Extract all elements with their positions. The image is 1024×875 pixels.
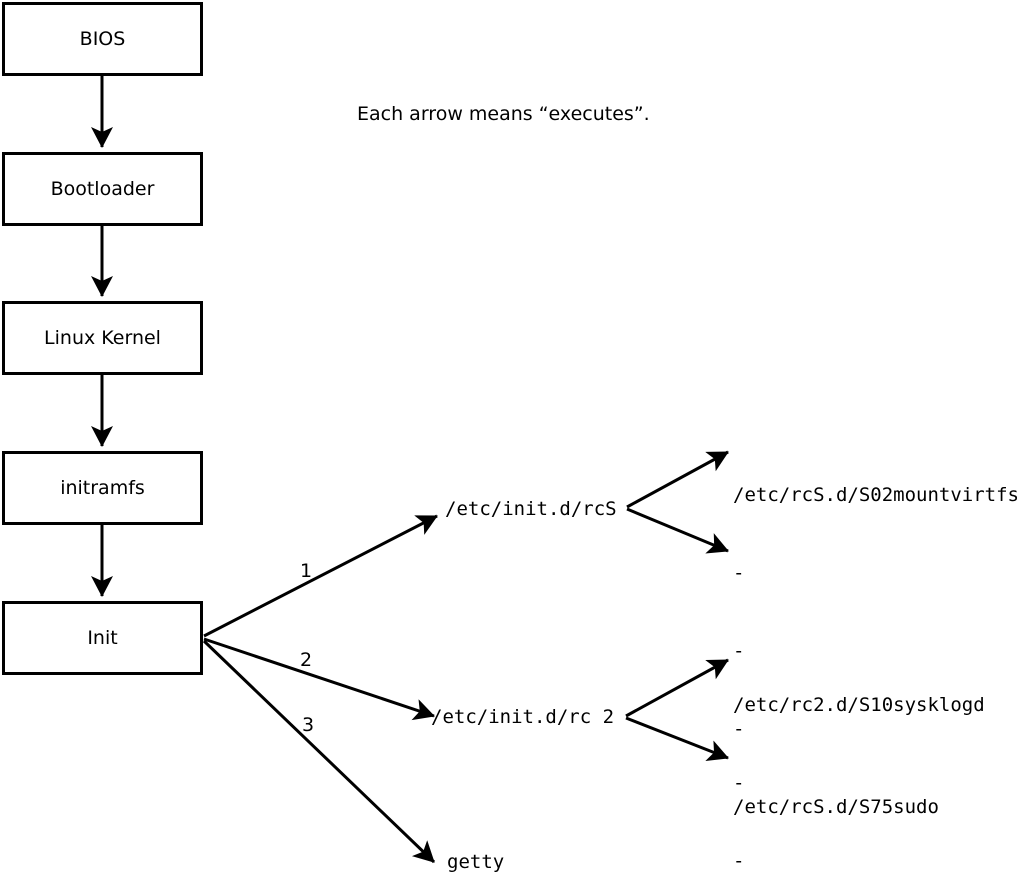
target-rcs-label: /etc/init.d/rcS	[445, 498, 617, 520]
flow-node-linux-kernel-label: Linux Kernel	[44, 327, 161, 349]
script-line: -	[733, 562, 745, 584]
script-line: /etc/rc2.d/S10sysklogd	[733, 694, 985, 716]
diagram-caption: Each arrow means “executes”.	[357, 103, 650, 125]
arrow-init-to-rc2	[203, 637, 435, 721]
script-line: -	[733, 640, 745, 662]
branch-3-number: 3	[302, 714, 315, 736]
flow-node-init: Init	[2, 601, 203, 675]
script-line: /etc/rcS.d/S75sudo	[733, 796, 939, 818]
arrow-init-to-getty	[202, 639, 436, 864]
target-rc2-label: /etc/init.d/rc 2	[431, 706, 615, 728]
arrow-rcs-to-s75sudo	[626, 507, 729, 554]
flow-node-bios: BIOS	[2, 2, 203, 76]
scripts-rcs-list: /etc/rcS.d/S02mountvirtfs - - - /etc/rcS…	[733, 430, 1019, 872]
target-getty-label: getty	[447, 851, 505, 873]
flow-node-initramfs: initramfs	[2, 451, 203, 525]
scripts-rc2-list: /etc/rc2.d/S10sysklogd - - - /etc/rc2.d/…	[733, 640, 985, 875]
arrow-rcs-to-s02mountvirtfs	[626, 450, 729, 509]
flow-node-bootloader-label: Bootloader	[50, 178, 155, 200]
arrow-rc2-to-s99gdm	[625, 716, 729, 761]
branch-1-number: 1	[300, 560, 313, 582]
arrow-init-to-rcs	[203, 514, 438, 638]
flow-node-bootloader: Bootloader	[2, 152, 203, 226]
flow-node-init-label: Init	[87, 627, 118, 649]
branch-2-number: 2	[300, 649, 313, 671]
flow-node-linux-kernel: Linux Kernel	[2, 301, 203, 375]
flow-node-initramfs-label: initramfs	[60, 477, 145, 499]
script-line: -	[733, 850, 745, 872]
script-line: -	[733, 772, 745, 794]
flow-node-bios-label: BIOS	[79, 28, 126, 50]
script-line: /etc/rcS.d/S02mountvirtfs	[733, 484, 1019, 506]
arrow-rc2-to-s10sysklogd	[625, 658, 729, 718]
script-line: -	[733, 718, 745, 740]
